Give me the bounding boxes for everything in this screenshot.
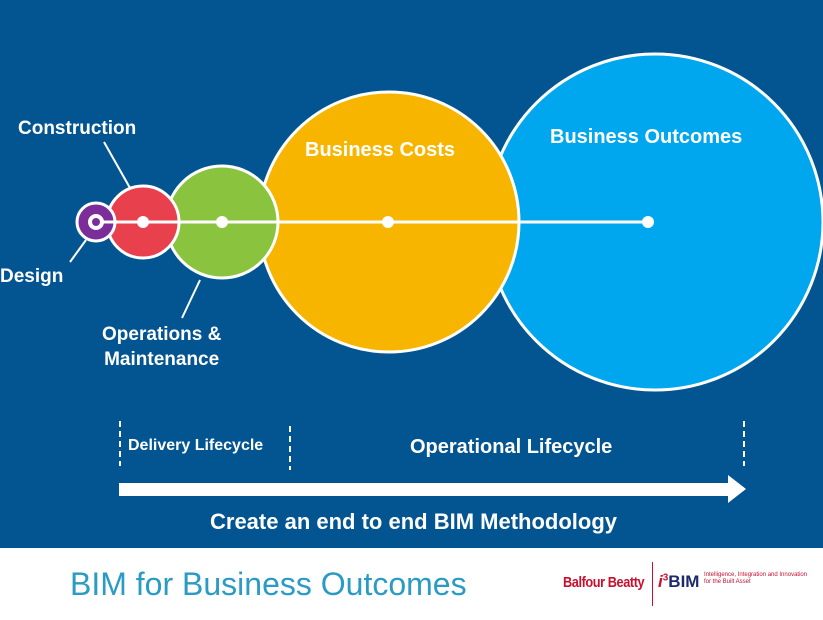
methodology-caption: Create an end to end BIM Methodology bbox=[210, 509, 618, 534]
operations-label-line1: Operations & bbox=[102, 324, 222, 345]
design-leader bbox=[69, 239, 87, 263]
outcomes-node bbox=[642, 216, 654, 228]
operations-label-line2: Maintenance bbox=[104, 349, 220, 370]
slide-footer: BIM for Business Outcomes Balfour Beatty… bbox=[0, 548, 823, 620]
bubble-diagram bbox=[69, 52, 823, 503]
design-node-inner bbox=[92, 218, 100, 226]
design-label: Design bbox=[0, 266, 64, 287]
construction-leader bbox=[103, 141, 131, 189]
methodology-arrow-head bbox=[728, 475, 746, 503]
i3bim-logo-i: i bbox=[658, 572, 663, 591]
balfour-beatty-logo: Balfour Beatty bbox=[563, 574, 645, 591]
operations-leader bbox=[181, 279, 201, 319]
i3bim-logo-bim: BIM bbox=[668, 572, 700, 591]
business-outcomes-label: Business Outcomes bbox=[550, 126, 743, 148]
footer-title: BIM for Business Outcomes bbox=[70, 566, 467, 602]
i3bim-logo-sup: 3 bbox=[662, 572, 669, 584]
i3bim-logo: i3BIM bbox=[658, 572, 699, 592]
slide-canvas: Construction Design Operations & Mainten… bbox=[0, 0, 823, 548]
business-costs-label: Business Costs bbox=[305, 139, 456, 161]
operational-lifecycle-label: Operational Lifecycle bbox=[410, 436, 613, 458]
operations-node bbox=[216, 216, 228, 228]
i3bim-tagline-line1: Intelligence, Integration and Innovation bbox=[704, 572, 808, 578]
costs-node bbox=[382, 216, 394, 228]
logo-divider bbox=[652, 562, 653, 606]
construction-node bbox=[137, 216, 149, 228]
delivery-lifecycle-label: Delivery Lifecycle bbox=[128, 437, 264, 454]
operations-maintenance-label: Operations & Maintenance bbox=[102, 322, 221, 372]
i3bim-tagline-line2: for the Built Asset bbox=[704, 579, 751, 585]
methodology-arrow-shaft bbox=[119, 483, 729, 496]
construction-label: Construction bbox=[18, 118, 137, 139]
i3bim-tagline: Intelligence, Integration and Innovation… bbox=[704, 572, 822, 586]
